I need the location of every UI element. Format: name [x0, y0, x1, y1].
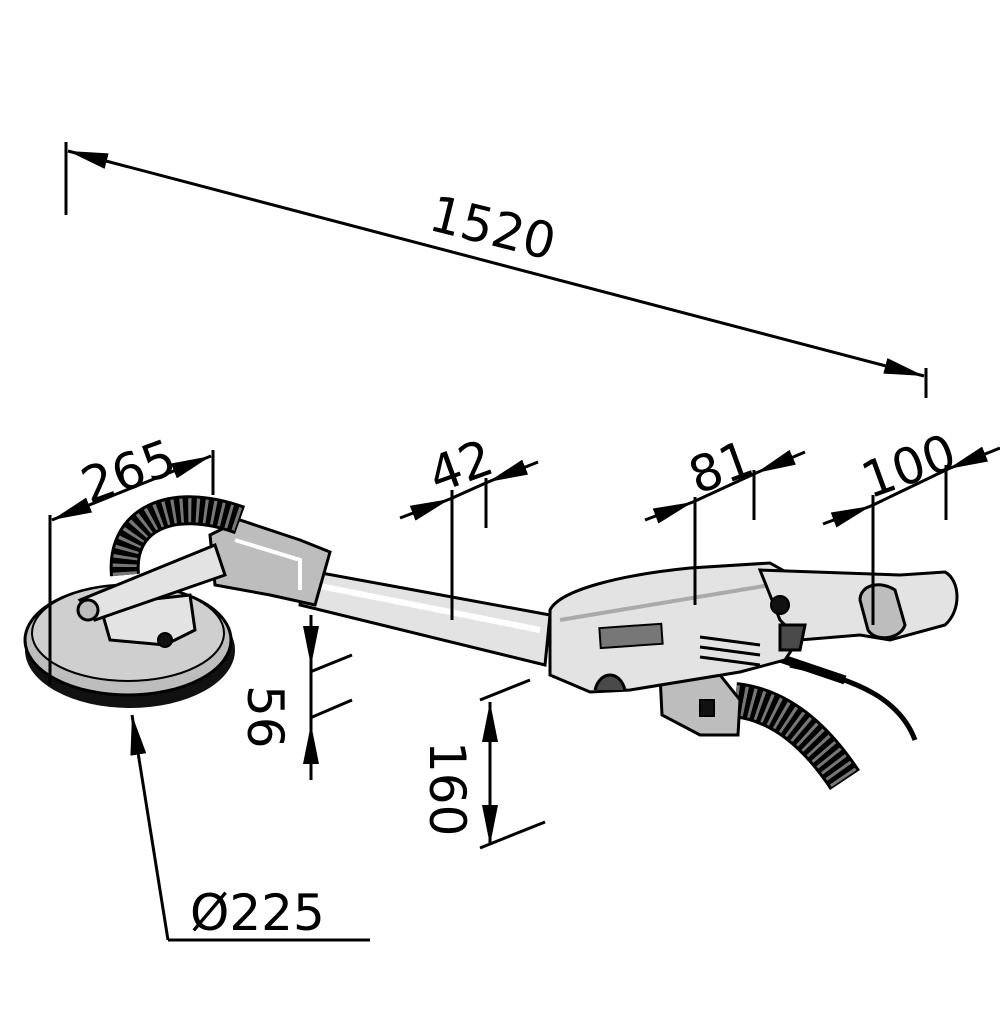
label-225: Ø225 — [190, 884, 325, 942]
sander-illustration — [23, 495, 959, 791]
label-1520: 1520 — [424, 185, 562, 272]
dim-100 — [822, 446, 1000, 625]
label-160: 160 — [418, 741, 476, 836]
dim-225-leader — [130, 714, 370, 942]
vent-slots — [699, 635, 761, 667]
speed-dial — [770, 595, 790, 615]
dim-1520 — [64, 142, 928, 398]
trigger-switch — [778, 623, 807, 652]
label-81: 81 — [681, 429, 761, 505]
dimension-lines — [48, 142, 1000, 942]
label-42: 42 — [421, 428, 501, 504]
dim-56 — [303, 615, 353, 780]
rear-handle — [757, 568, 959, 642]
handle-grip-end — [858, 583, 907, 640]
dim-81 — [644, 449, 806, 605]
dim-265 — [48, 450, 215, 685]
motor-housing — [548, 561, 807, 694]
rear-dust-hose — [732, 682, 860, 791]
label-56: 56 — [236, 685, 294, 749]
dim-42 — [399, 459, 539, 620]
label-plate — [598, 622, 664, 650]
dim-160 — [479, 678, 546, 850]
extension-tube — [298, 568, 552, 667]
sanding-head — [23, 543, 235, 708]
head-joint — [208, 518, 332, 607]
